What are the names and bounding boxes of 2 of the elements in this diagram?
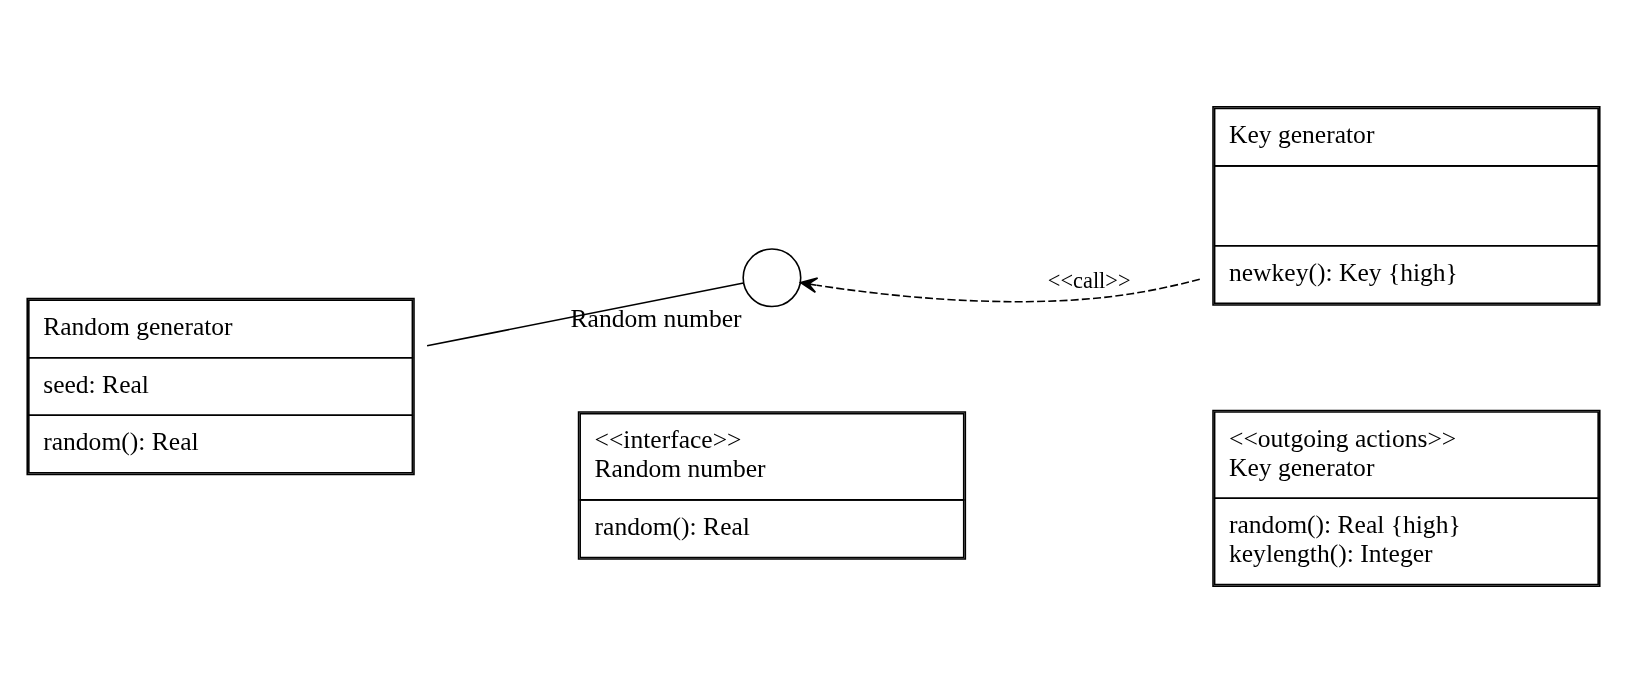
node-label: Random number (570, 304, 742, 333)
edge-label: <<call>> (1047, 267, 1131, 293)
